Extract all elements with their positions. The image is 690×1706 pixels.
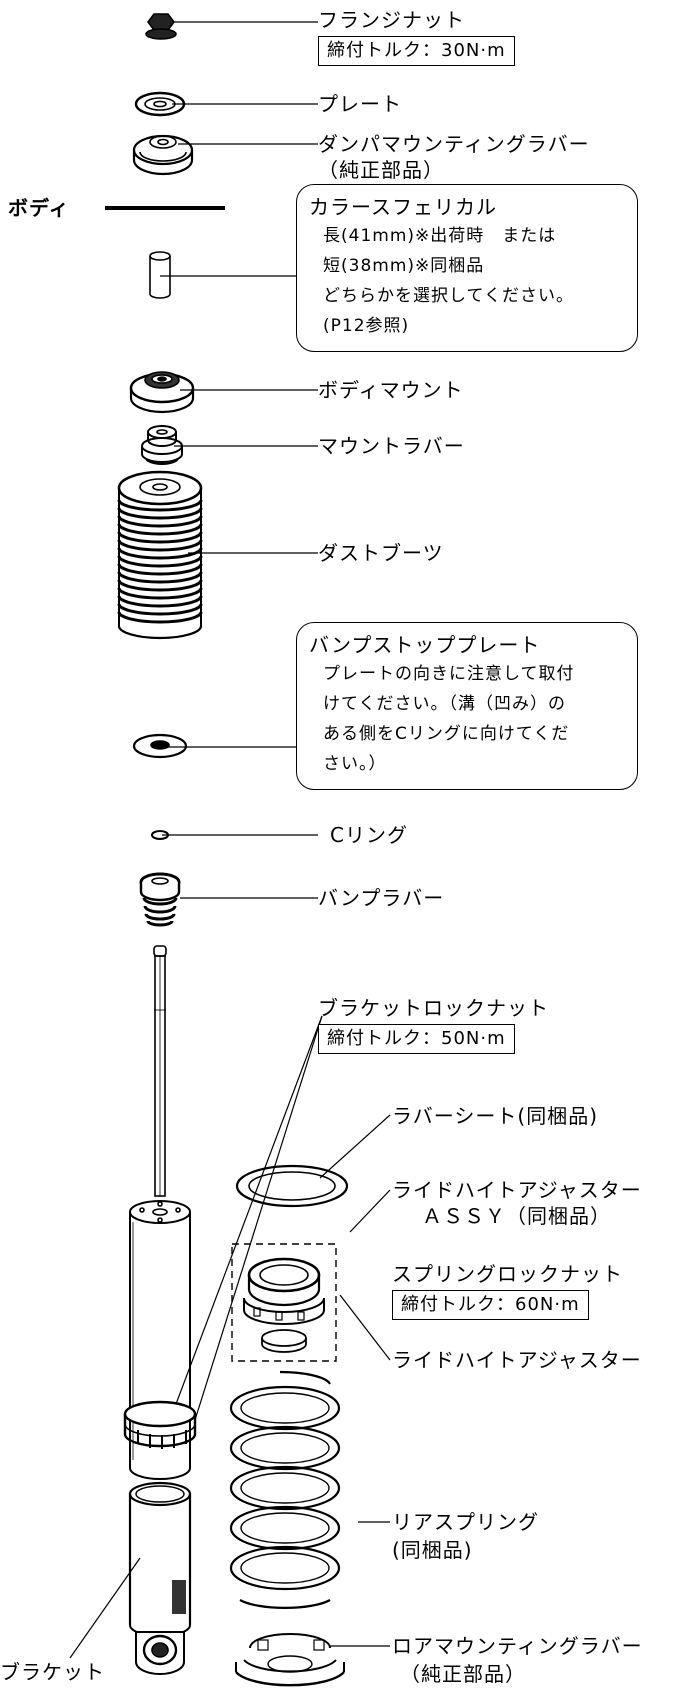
callout-collar-line: どちらかを選択してください。 [323, 286, 574, 306]
label-ride-height-adjuster: ライドハイトアジャスター [392, 1348, 642, 1372]
callout-bump-stop-line: けてください。（溝（凹み）の [323, 694, 566, 714]
label-dust-boots: ダストブーツ [318, 541, 444, 565]
adjuster-assy-box [231, 1243, 337, 1362]
damper-mount-rubber-part [132, 134, 194, 176]
label-bracket: ブラケット [0, 1660, 105, 1684]
lower-mount-rubber-part [235, 1633, 345, 1687]
label-damper-mount-rubber: ダンパマウンティングラバー [318, 132, 590, 156]
label-lower-mount-rubber: ロアマウンティングラバー [392, 1634, 643, 1658]
plate-part [134, 91, 186, 117]
label-rubber-seat: ラバーシート(同梱品) [392, 1104, 599, 1128]
rear-spring-part [229, 1370, 341, 1609]
torque-box-spring-lock-nut: 締付トルク：60N·m [392, 1290, 589, 1320]
callout-collar-line: (P12参照) [323, 316, 410, 336]
label-bracket-lock-nut: ブラケットロックナット [318, 996, 549, 1020]
leader-lines [69, 21, 391, 1659]
bump-rubber-part [139, 872, 181, 927]
callout-bump-stop-plate: バンプストッププレート プレートの向きに注意して取付 けてください。（溝（凹み）… [296, 622, 638, 790]
rubber-seat-part [235, 1164, 349, 1208]
label-mount-rubber: マウントラバー [318, 434, 465, 458]
label-rear-spring-note: (同梱品) [392, 1538, 473, 1562]
bump-stop-plate-part [132, 733, 188, 759]
spring-lock-nut-part [247, 1257, 321, 1307]
flange-nut-part [145, 13, 177, 40]
mount-rubber-part [141, 425, 183, 465]
body-mount-part [129, 371, 195, 414]
shock-absorber-part [123, 945, 197, 1480]
c-ring-part [151, 830, 169, 840]
torque-box-bracket-lock-nut: 締付トルク：50N·m [318, 1024, 515, 1054]
collar-spherical-part [149, 251, 171, 299]
label-body: ボディ [8, 196, 70, 220]
label-spring-lock-nut: スプリングロックナット [392, 1262, 623, 1286]
callout-collar-line: 長(41mm)※出荷時 または [323, 226, 557, 246]
dust-boots-part [117, 470, 203, 640]
label-bump-rubber: バンプラバー [318, 886, 445, 910]
callout-bump-stop-line: ある側をCリングに向けてくだ [323, 724, 570, 744]
callout-collar-title: カラースフェリカル [309, 195, 497, 219]
label-body-mount: ボディマウント [318, 378, 464, 402]
label-rear-spring: リアスプリング [392, 1510, 539, 1534]
label-damper-mount-rubber-note: （純正部品） [318, 158, 444, 182]
label-ride-height-adjuster-assy: ライドハイトアジャスター [392, 1178, 642, 1202]
ride-height-adjuster-part [243, 1297, 325, 1353]
callout-bump-stop-line: さい。） [323, 754, 387, 774]
label-plate: プレート [318, 92, 402, 116]
torque-box-flange-nut: 締付トルク：30N·m [318, 36, 515, 66]
label-lower-mount-rubber-note: （純正部品） [400, 1662, 526, 1686]
callout-collar-line: 短(38mm)※同梱品 [323, 256, 485, 276]
callout-collar-spherical: カラースフェリカル 長(41mm)※出荷時 または 短(38mm)※同梱品 どち… [296, 184, 638, 352]
callout-bump-stop-title: バンプストッププレート [309, 633, 541, 657]
label-flange-nut: フランジナット [318, 8, 465, 32]
bracket-part [128, 1481, 192, 1675]
label-c-ring: Cリング [330, 823, 408, 847]
callout-bump-stop-line: プレートの向きに注意して取付 [323, 664, 575, 684]
label-ride-height-adjuster-assy-note: ＡＳＳＹ（同梱品） [422, 1204, 611, 1228]
